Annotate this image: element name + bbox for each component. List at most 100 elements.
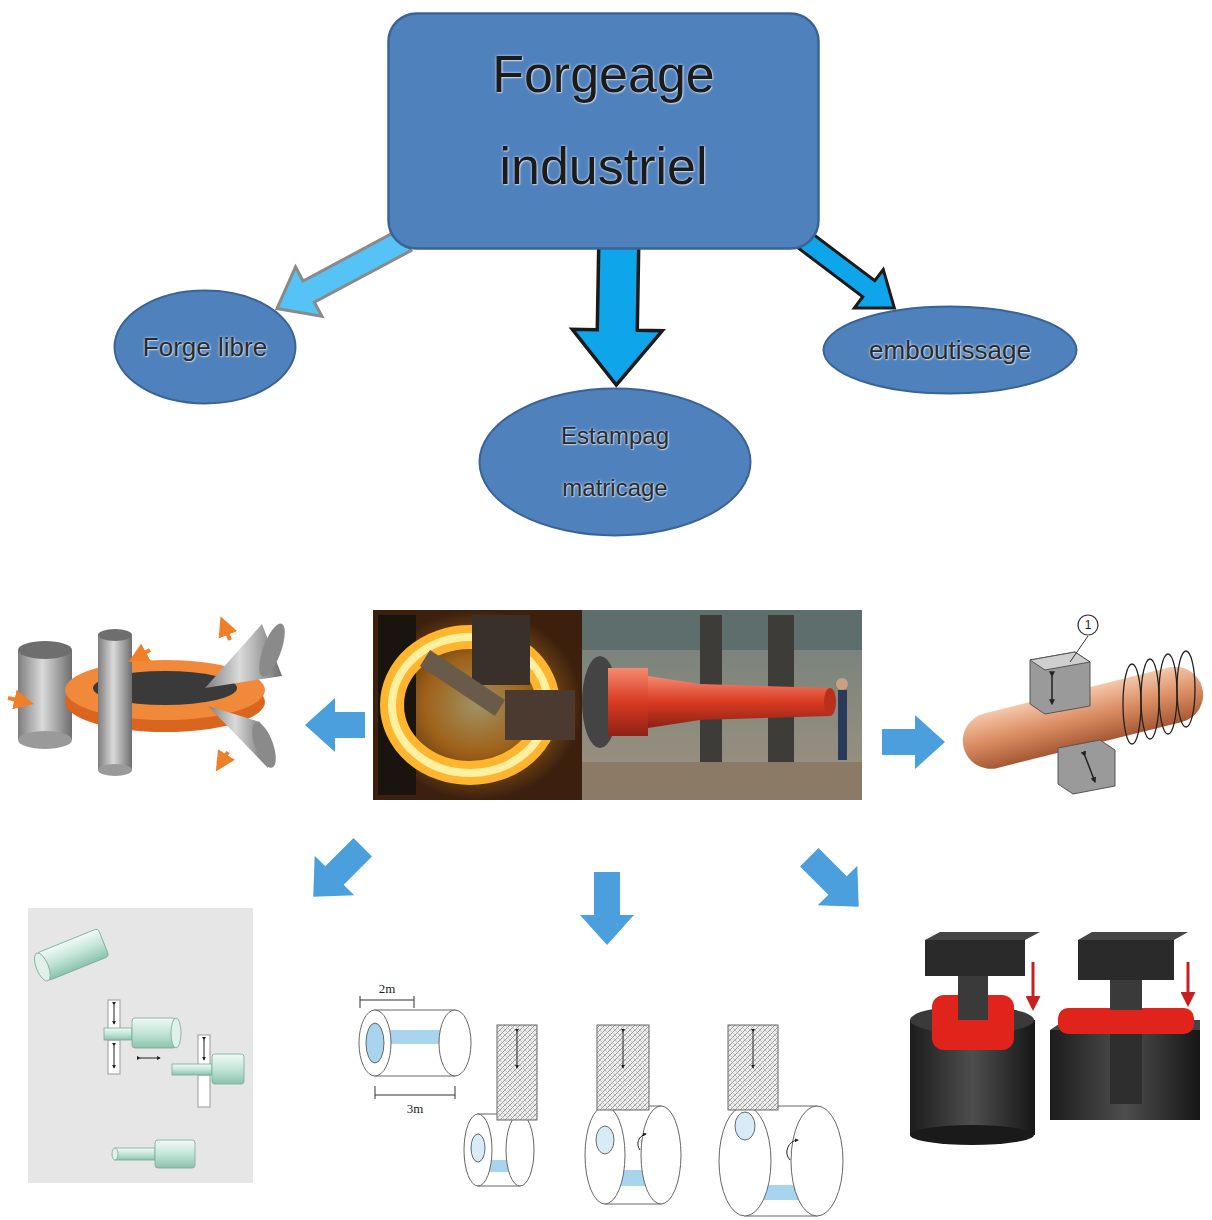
block-arrow (572, 244, 662, 385)
closed-die-figure (1110, 980, 1142, 1010)
drawing-out-figure (172, 1064, 212, 1075)
dimension-label: 3m (407, 1102, 424, 1115)
process-ellipse: Forge libre (113, 289, 297, 405)
drawing-out-figure (171, 1018, 181, 1048)
drawing-out-figure (115, 1148, 155, 1160)
rotary-forging-figure (1070, 636, 1088, 662)
closed-die-figure (1032, 962, 1035, 1008)
forging-photo (373, 610, 582, 800)
ring-expansion-figure (753, 1032, 754, 1068)
drawing-out-figure (104, 1028, 132, 1040)
rotary-forging-figure (1177, 651, 1195, 727)
block-arrow (277, 229, 411, 316)
drawing-out-figure (132, 1018, 176, 1048)
ring-expansion-figure (597, 1025, 649, 1110)
main-process-box: Forgeage industriel (387, 12, 820, 250)
ring-expansion-figure (375, 1086, 376, 1099)
forging-photo (608, 668, 648, 736)
rotary-forging-figure (1141, 659, 1159, 739)
ring-expansion-figure (359, 996, 843, 1216)
node-label: Forgeage industriel (444, 28, 764, 212)
ring-rolling-figure (98, 629, 132, 641)
text-wrap: Forge libre (113, 289, 297, 405)
text-wrap: Forgeage industriel (387, 12, 820, 250)
ring-expansion-figure (360, 996, 361, 1008)
rotary-forging-figure (957, 615, 1209, 794)
ring-expansion-figure (517, 1032, 518, 1068)
process-ellipse: emboutissage (822, 305, 1078, 395)
rotary-forging-figure (1051, 676, 1053, 704)
drawing-out-figure (140, 1058, 160, 1059)
ring-expansion-figure (585, 1106, 625, 1204)
drawing-out-figure (31, 928, 109, 983)
ring-rolling-figure (222, 620, 230, 640)
forging-photo (582, 762, 862, 800)
ring-expansion-figure (623, 1032, 624, 1068)
ring-expansion-figure (366, 1023, 384, 1063)
ring-expansion-figure (641, 1106, 681, 1204)
ring-rolling-figure (98, 635, 132, 770)
forging-photo (824, 688, 836, 716)
rotary-forging-figure (1159, 654, 1177, 734)
ring-expansion-figure (471, 1134, 485, 1162)
closed-die-figure (910, 1125, 1034, 1145)
rotary-forging-figure (1078, 615, 1098, 635)
closed-die-figure (925, 932, 1040, 940)
closed-die-figure (1078, 940, 1174, 980)
drawing-out-figure (108, 1040, 120, 1074)
forging-photo (838, 690, 847, 760)
node-label: emboutissage (869, 334, 1031, 366)
rotary-forging-figure (1030, 652, 1090, 714)
drawing-out-figure (112, 1148, 118, 1160)
closed-die-figure (1078, 932, 1188, 940)
ring-rolling-figure (247, 719, 280, 770)
ring-rolling-figure (8, 620, 290, 776)
forging-photo (582, 610, 862, 800)
dimension-label: 2m (379, 982, 396, 995)
ring-expansion-figure (638, 1134, 646, 1150)
ring-expansion-figure (791, 1106, 843, 1216)
ring-expansion-figure (497, 1025, 537, 1120)
callout-number: 1 (1085, 619, 1092, 631)
rotary-forging-figure (1123, 664, 1141, 744)
ellipse-outline (478, 387, 752, 537)
drawing-out-figure (198, 1035, 210, 1065)
closed-die-figure (1058, 1008, 1194, 1034)
ring-expansion-figure (735, 1112, 755, 1140)
ellipse-shape (115, 291, 296, 404)
rotary-forging-figure (1058, 740, 1115, 794)
closed-die-figure (1187, 962, 1190, 1004)
drawing-out-figure (204, 1040, 205, 1060)
drawing-out-figure (212, 1054, 244, 1084)
ring-expansion-figure (787, 1140, 798, 1160)
ring-expansion-figure (375, 1095, 455, 1096)
drawing-out-figure (155, 1140, 195, 1168)
ring-expansion-figure (464, 1114, 492, 1186)
flow-arrow (882, 715, 945, 769)
ring-expansion-figure (359, 1010, 391, 1076)
node-label: Forge libre (143, 331, 267, 363)
ring-rolling-figure (218, 752, 228, 768)
ring-rolling-figure (18, 650, 72, 740)
ring-rolling-figure (18, 641, 72, 659)
rotary-forging-figure (1030, 652, 1090, 670)
drawing-out-figure (198, 1075, 210, 1107)
ring-expansion-figure (414, 996, 415, 1008)
closed-die-figure (958, 976, 988, 1020)
forging-photo (836, 678, 848, 690)
flow-arrow (580, 872, 634, 945)
drawing-out-figure (114, 1046, 115, 1068)
rotary-forging-figure (1085, 756, 1095, 782)
box-shape (389, 14, 819, 249)
ring-expansion-figure (596, 1126, 614, 1154)
forging-photo (373, 610, 582, 800)
ellipse-shape (480, 389, 751, 536)
closed-die-figure (910, 932, 1200, 1145)
forging-photo (472, 615, 530, 685)
drawing-out-figure (28, 908, 253, 1183)
text-wrap: emboutissage (822, 305, 1078, 395)
closed-die-figure (1050, 1030, 1200, 1120)
ring-rolling-figure (254, 621, 290, 680)
flow-arrow (305, 698, 365, 752)
